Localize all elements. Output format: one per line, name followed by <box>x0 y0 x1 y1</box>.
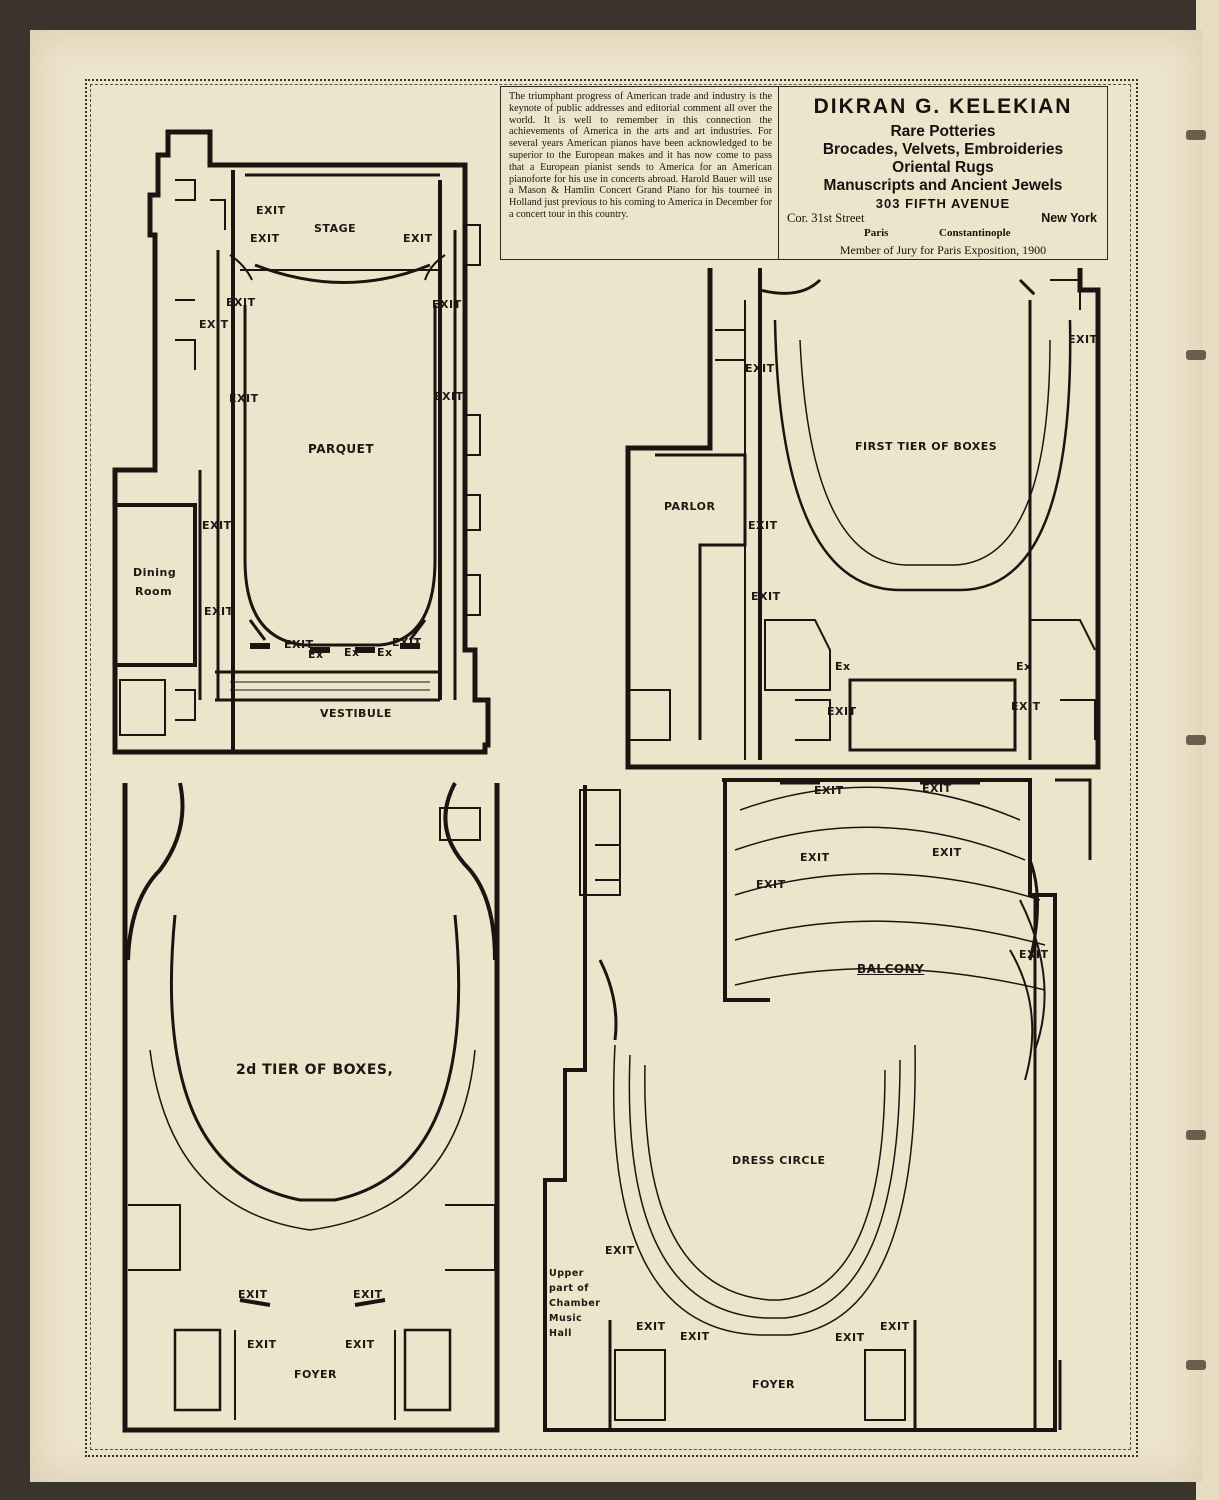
label-room: Room <box>135 585 173 598</box>
label-chamber-music-hall: Upper part of Chamber Music Hall <box>549 1268 601 1339</box>
paper <box>30 30 1202 1482</box>
ad-line: Rare Potteries <box>890 123 996 140</box>
label-ex: Ex <box>835 660 851 673</box>
dealer-ad: DIKRAN G. KELEKIAN Rare Potteries Brocad… <box>779 87 1107 259</box>
first-tier-plan <box>625 268 1101 770</box>
label-exit: EXIT <box>680 1330 710 1343</box>
label-exit: EXIT <box>403 232 433 245</box>
label-exit: EXIT <box>932 846 962 859</box>
label-exit: EXIT <box>434 390 464 403</box>
advertisement-box: The triumphant progress of American trad… <box>500 86 1108 260</box>
label-exit: EXIT <box>880 1320 910 1333</box>
jury-note: Member of Jury for Paris Exposition, 190… <box>839 243 1047 257</box>
label-exit: EXIT <box>1011 700 1041 713</box>
branch-constantinople: Constantinople <box>939 227 1011 239</box>
label-exit: EXIT <box>392 636 422 649</box>
cross-street: Cor. 31st Street <box>787 211 865 225</box>
label-exit: EXIT <box>922 782 952 795</box>
label-exit: EXIT <box>1019 948 1049 961</box>
label-second-tier: 2d TIER OF BOXES, <box>236 1062 394 1078</box>
label-foyer: FOYER <box>752 1378 795 1391</box>
label-exit: EXIT <box>284 638 314 651</box>
label-exit: EXIT <box>835 1331 865 1344</box>
label-ex: Ex <box>377 646 393 659</box>
label-balcony: BALCONY <box>857 962 925 976</box>
binding-staple <box>1186 130 1206 140</box>
ad-address: 303 FIFTH AVENUE <box>875 196 1011 211</box>
city: New York <box>1041 211 1097 225</box>
binding-staple <box>1186 1130 1206 1140</box>
label-exit: EXIT <box>636 1320 666 1333</box>
label-exit: EXIT <box>800 851 830 864</box>
label-ex: Ex <box>344 646 360 659</box>
page-border-inner <box>90 84 1131 1450</box>
label-exit: EXIT <box>748 519 778 532</box>
label-parlor: PARLOR <box>664 500 716 513</box>
label-exit: EXIT <box>226 296 256 309</box>
binding-staple <box>1186 350 1206 360</box>
label-dining: Dining <box>133 566 177 579</box>
binding-staple <box>1186 735 1206 745</box>
label-parquet: PARQUET <box>308 442 375 456</box>
label-ex: Ex <box>308 648 324 661</box>
label-exit: EXIT <box>605 1244 635 1257</box>
label-exit: EXIT <box>250 232 280 245</box>
label-exit: EXIT <box>432 298 462 311</box>
branch-paris: Paris <box>864 227 889 239</box>
ad-line: Brocades, Velvets, Embroideries <box>822 141 1064 158</box>
ad-line: Manuscripts and Ancient Jewels <box>823 177 1063 194</box>
label-ex: Ex <box>1016 660 1032 673</box>
label-foyer: FOYER <box>294 1368 337 1381</box>
label-exit: EXIT <box>814 784 844 797</box>
label-exit: EXIT <box>1068 333 1098 346</box>
second-tier-plan <box>122 782 500 1433</box>
piano-notice: The triumphant progress of American trad… <box>501 87 779 259</box>
label-dress-circle: DRESS CIRCLE <box>732 1154 826 1167</box>
label-exit: EXIT <box>345 1338 375 1351</box>
ad-location-row: Cor. 31st Street New York <box>779 211 1107 227</box>
binding-staple <box>1186 1360 1206 1370</box>
label-exit: EXIT <box>256 204 286 217</box>
dealer-name: DIKRAN G. KELEKIAN <box>813 95 1073 118</box>
label-exit: EXIT <box>745 362 775 375</box>
page-border <box>85 79 1138 1457</box>
label-first-tier: FIRST TIER OF BOXES <box>855 440 998 453</box>
label-exit: EXIT <box>247 1338 277 1351</box>
label-stage: STAGE <box>314 222 357 235</box>
ad-line: Oriental Rugs <box>892 159 994 176</box>
label-exit: EXIT <box>827 705 857 718</box>
label-exit: EXIT <box>353 1288 383 1301</box>
label-exit: EXIT <box>229 392 259 405</box>
label-exit: EXIT <box>199 318 229 331</box>
label-exit: EXIT <box>202 519 232 532</box>
ad-branch-row: Paris Constantinople <box>779 227 1107 243</box>
parquet-plan <box>112 129 491 755</box>
label-exit: EXIT <box>238 1288 268 1301</box>
label-exit: EXIT <box>751 590 781 603</box>
label-exit: EXIT <box>756 878 786 891</box>
balcony-plan <box>543 778 1092 1432</box>
label-exit: EXIT <box>204 605 234 618</box>
label-vestibule: VESTIBULE <box>320 707 392 720</box>
